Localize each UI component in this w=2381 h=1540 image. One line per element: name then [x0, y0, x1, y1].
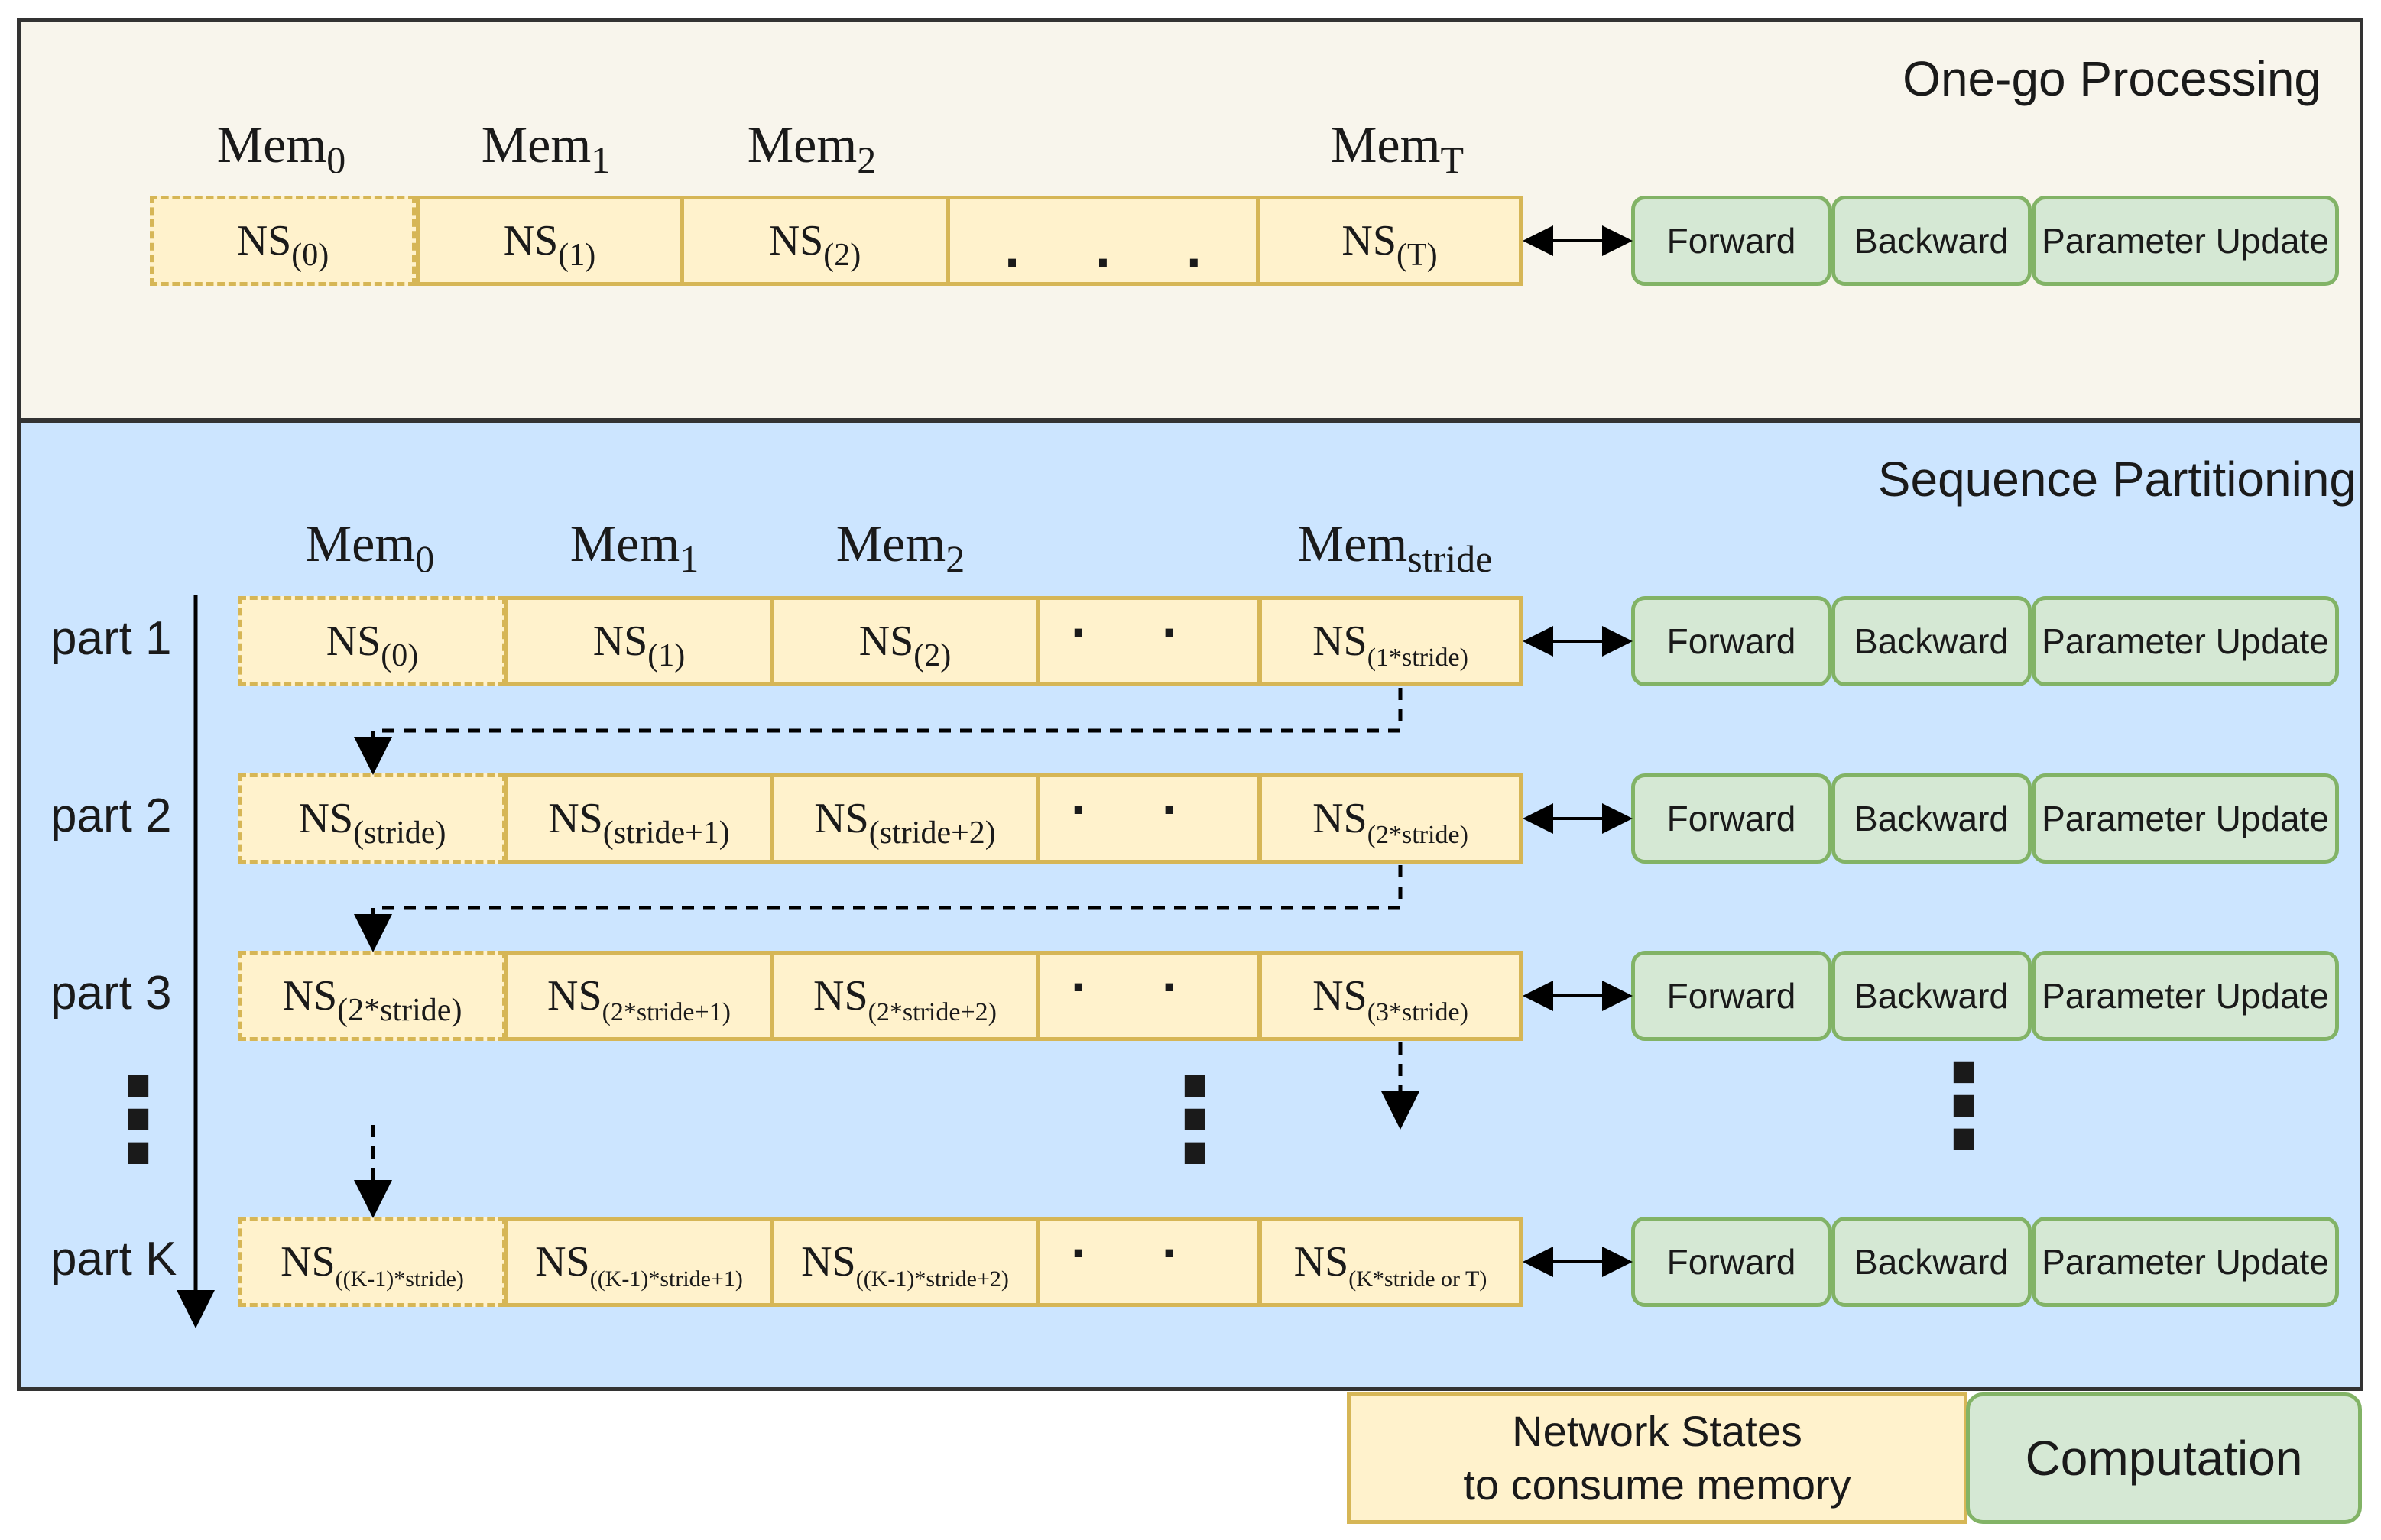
network-state-cell: NS((K-1)*stride+1): [504, 1217, 774, 1307]
network-state-cell: NS(1): [504, 596, 774, 686]
legend-network-states: Network States to consume memory: [1347, 1392, 1967, 1524]
parameter-update-box: Parameter Update: [2032, 196, 2339, 286]
mem-label: Mem0: [216, 115, 346, 181]
network-state-cell: NS(3*stride): [1258, 951, 1523, 1041]
network-state-cell: NS((K-1)*stride+2): [770, 1217, 1040, 1307]
network-state-cell: NS(K*stride or T): [1258, 1217, 1523, 1307]
network-state-cell: NS(1*stride): [1258, 596, 1523, 686]
part-label: part 1: [50, 612, 172, 665]
carry-over-arrow: [354, 688, 1403, 775]
network-state-cell: NS(stride): [238, 773, 506, 864]
ellipsis-cell: . . .: [1036, 1217, 1261, 1307]
mem-label: Mem0: [305, 514, 435, 580]
part-label: part 3: [50, 967, 172, 1020]
legend-computation-label: Computation: [2025, 1431, 2303, 1486]
forward-box: Forward: [1631, 773, 1831, 864]
mem-label: Mem1: [569, 514, 699, 580]
backward-box: Backward: [1831, 773, 2032, 864]
ellipsis-cell: . . .: [1036, 773, 1261, 864]
part-label: part 2: [50, 789, 172, 842]
mem-label: MemT: [1330, 115, 1465, 181]
legend-computation: Computation: [1966, 1392, 2362, 1524]
network-state-cell: NS((K-1)*stride): [238, 1217, 506, 1307]
legend-memory-line1: Network States: [1512, 1407, 1802, 1455]
backward-box: Backward: [1831, 951, 2032, 1041]
backward-box: Backward: [1831, 1217, 2032, 1307]
sequence-partitioning-title: Sequence Partitioning: [1877, 452, 2357, 507]
vertical-ellipsis: ⋮: [1137, 1055, 1252, 1184]
vertical-ellipsis: ⋮: [81, 1055, 196, 1184]
part-label: part K: [50, 1233, 177, 1285]
mem-label: Mem2: [835, 514, 965, 580]
network-state-cell: NS(2): [770, 596, 1040, 686]
network-state-cell: NS(2*stride): [238, 951, 506, 1041]
parameter-update-box: Parameter Update: [2032, 1217, 2339, 1307]
parameter-update-box: Parameter Update: [2032, 951, 2339, 1041]
network-state-cell: NS(T): [1257, 196, 1523, 286]
one-go-processing-title: One-go Processing: [1903, 51, 2321, 106]
carry-over-arrow: [354, 865, 1403, 952]
forward-box: Forward: [1631, 196, 1831, 286]
ellipsis-cell: . . .: [1036, 596, 1261, 686]
network-state-cell: NS(2*stride+1): [504, 951, 774, 1041]
forward-box: Forward: [1631, 596, 1831, 686]
parameter-update-box: Parameter Update: [2032, 596, 2339, 686]
mem-label: Mem1: [481, 115, 611, 181]
network-state-cell: NS(1): [416, 196, 683, 286]
mem-label: Memstride: [1297, 514, 1493, 580]
network-state-cell: NS(0): [238, 596, 506, 686]
forward-box: Forward: [1631, 1217, 1831, 1307]
backward-box: Backward: [1831, 196, 2032, 286]
network-state-cell: NS(0): [150, 196, 416, 286]
network-state-cell: NS(2*stride+2): [770, 951, 1040, 1041]
ellipsis-cell: . . .: [946, 196, 1260, 286]
vertical-ellipsis: ⋮: [1906, 1042, 2021, 1170]
network-state-cell: NS(2): [680, 196, 949, 286]
parameter-update-box: Parameter Update: [2032, 773, 2339, 864]
network-state-cell: NS(stride+1): [504, 773, 774, 864]
legend-memory-line2: to consume memory: [1463, 1461, 1851, 1509]
network-state-cell: NS(2*stride): [1258, 773, 1523, 864]
ellipsis-cell: . . .: [1036, 951, 1261, 1041]
mem-label: Mem2: [747, 115, 877, 181]
forward-box: Forward: [1631, 951, 1831, 1041]
backward-box: Backward: [1831, 596, 2032, 686]
network-state-cell: NS(stride+2): [770, 773, 1040, 864]
